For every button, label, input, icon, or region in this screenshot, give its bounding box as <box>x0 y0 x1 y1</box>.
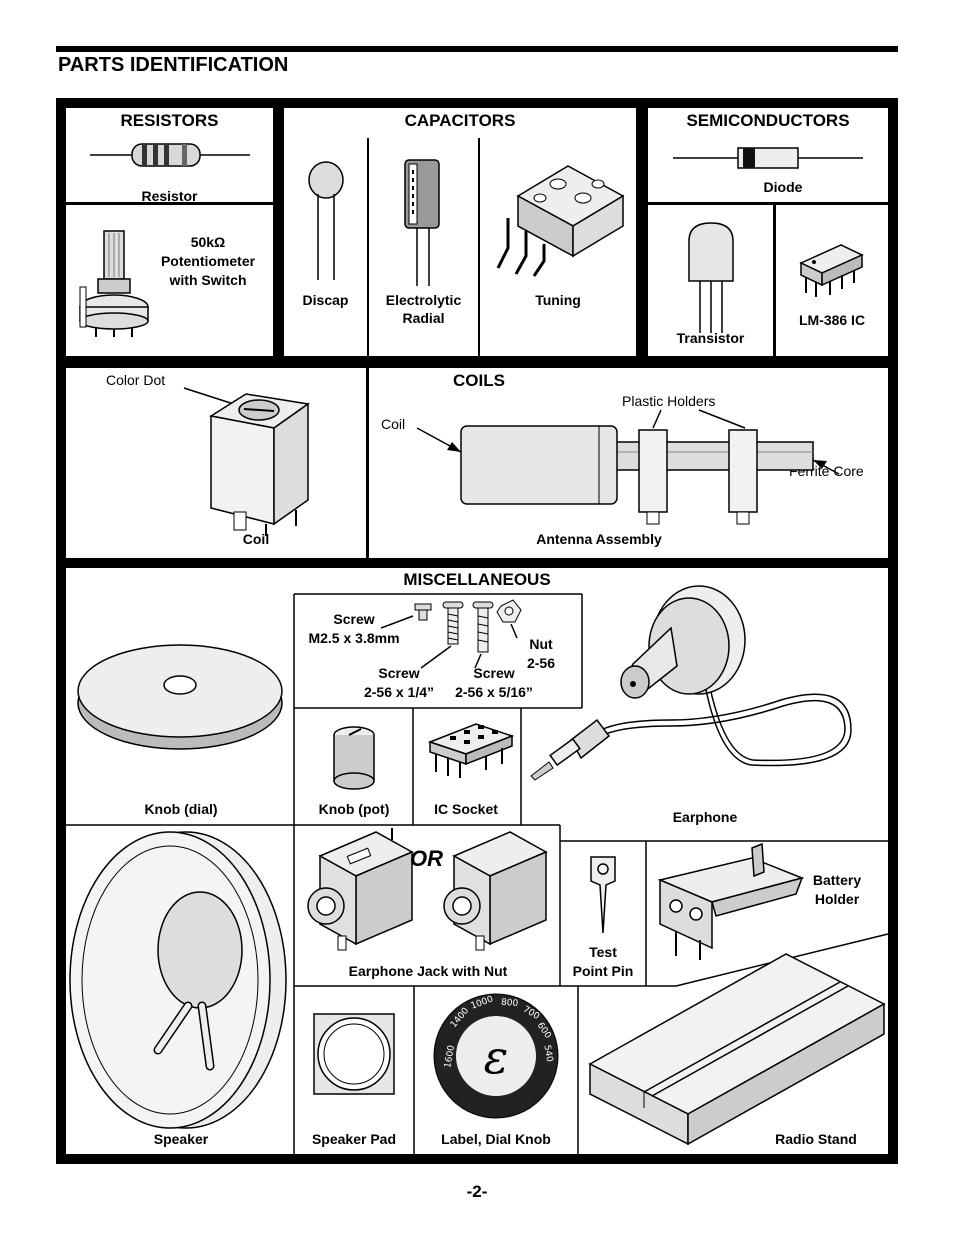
discap-icon <box>308 161 344 280</box>
nut-label-line2: 2-56 <box>526 655 556 671</box>
earphone-jack-icon <box>307 828 548 951</box>
coil-pointer-label: Coil <box>381 416 406 432</box>
ic-panel: LM-386 IC <box>776 205 888 356</box>
ic-socket-icon <box>427 723 515 778</box>
transistor-icon <box>688 222 734 333</box>
speaker-pad-icon <box>313 1013 395 1095</box>
transistor-label: Transistor <box>676 330 745 346</box>
label-dial-knob-label: Label, Dial Knob <box>441 1131 551 1147</box>
battery-holder-icon <box>657 842 805 960</box>
parts-frame: RESISTORS Resistor 50kΩ Potentiometer wi… <box>56 98 898 1164</box>
test-point-pin-icon <box>590 856 616 934</box>
potentiometer-panel: 50kΩ Potentiometer with Switch <box>66 205 273 356</box>
color-dot-label: Color Dot <box>106 372 166 388</box>
resistor-icon <box>90 143 250 167</box>
diode-label: Diode <box>763 179 803 195</box>
screw-516-label-line1: Screw <box>473 665 515 681</box>
top-rule <box>56 46 898 52</box>
knob-pot-label: Knob (pot) <box>318 801 390 817</box>
earphone-label: Earphone <box>672 809 738 825</box>
coil-label: Coil <box>242 531 270 547</box>
potentiometer-label-line3: with Switch <box>169 272 247 288</box>
semiconductors-heading: SEMICONDUCTORS <box>686 111 850 130</box>
diode-panel: SEMICONDUCTORS Diode <box>648 108 888 202</box>
ic-label: LM-386 IC <box>798 312 866 328</box>
battery-holder-label-line1: Battery <box>812 872 862 888</box>
screw-14-label-line1: Screw <box>378 665 420 681</box>
radio-stand-icon <box>588 953 886 1146</box>
resistors-top-panel: RESISTORS Resistor <box>66 108 273 204</box>
radio-stand-label: Radio Stand <box>775 1131 857 1147</box>
potentiometer-icon <box>79 230 149 337</box>
misc-grid-lines <box>66 593 889 1154</box>
speaker-label: Speaker <box>153 1131 209 1147</box>
potentiometer-label-line1: 50kΩ <box>190 234 226 250</box>
dial-number-540: 540 <box>541 1044 554 1063</box>
speaker-pad-label: Speaker Pad <box>311 1131 397 1147</box>
tuning-capacitor-icon <box>496 165 625 277</box>
discap-label: Discap <box>302 292 349 308</box>
dial-label-icon: ε 1600 1400 1000 800 700 600 540 <box>433 993 559 1119</box>
resistors-heading: RESISTORS <box>120 111 219 130</box>
ic-socket-label: IC Socket <box>434 801 498 817</box>
page-number: -2- <box>466 1182 488 1201</box>
speaker-icon <box>69 831 287 1129</box>
miscellaneous-heading: MISCELLANEOUS <box>403 570 551 589</box>
screw-m25-label-line2: M2.5 x 3.8mm <box>308 630 400 646</box>
dial-number-800: 800 <box>501 998 519 1009</box>
screw-14-label-line2: 2-56 x 1/4” <box>363 684 435 700</box>
screw-516-label-line2: 2-56 x 5/16” <box>455 684 533 700</box>
resistor-label: Resistor <box>141 188 198 204</box>
knob-pot-icon <box>333 726 375 790</box>
antenna-assembly-label: Antenna Assembly <box>536 531 662 547</box>
coil-panel: Color Dot Coil <box>66 368 366 558</box>
electrolytic-label-line1: Electrolytic <box>385 292 462 308</box>
transistor-panel: Transistor <box>648 205 773 356</box>
dial-number-1600: 1600 <box>443 1044 457 1069</box>
antenna-assembly-icon <box>416 409 840 525</box>
knob-dial-label: Knob (dial) <box>144 801 218 817</box>
page-title: PARTS IDENTIFICATION <box>58 54 289 76</box>
coils-heading: COILS <box>453 371 505 390</box>
battery-holder-label-line2: Holder <box>814 891 860 907</box>
earphone-icon <box>530 585 852 781</box>
capacitors-heading: CAPACITORS <box>404 111 516 130</box>
svg-text:ε: ε <box>484 1030 509 1084</box>
electrolytic-panel: Electrolytic Radial <box>369 138 478 356</box>
earphone-jack-label: Earphone Jack with Nut <box>348 963 508 979</box>
discap-panel: Discap <box>284 138 367 356</box>
ic-chip-icon <box>799 244 864 297</box>
test-pin-label-line1: Test <box>589 944 617 960</box>
test-pin-label-line2: Point Pin <box>572 963 634 979</box>
nut-label-line1: Nut <box>529 636 553 652</box>
electrolytic-capacitor-icon <box>404 159 440 286</box>
potentiometer-label-line2: Potentiometer <box>160 253 256 269</box>
coil-can-icon <box>183 387 310 536</box>
tuning-panel: Tuning <box>480 138 636 356</box>
screws-icon <box>380 599 522 669</box>
knob-dial-icon <box>77 644 283 750</box>
plastic-holders-label: Plastic Holders <box>622 393 716 409</box>
capacitors-heading-panel: CAPACITORS <box>284 108 636 138</box>
antenna-panel: COILS Plastic Holders Coil Ferrite Core … <box>369 368 888 558</box>
tuning-label: Tuning <box>535 292 581 308</box>
or-text: OR <box>410 846 443 871</box>
screw-m25-label-line1: Screw <box>333 611 375 627</box>
diode-icon <box>673 147 863 169</box>
electrolytic-label-line2: Radial <box>402 310 445 326</box>
